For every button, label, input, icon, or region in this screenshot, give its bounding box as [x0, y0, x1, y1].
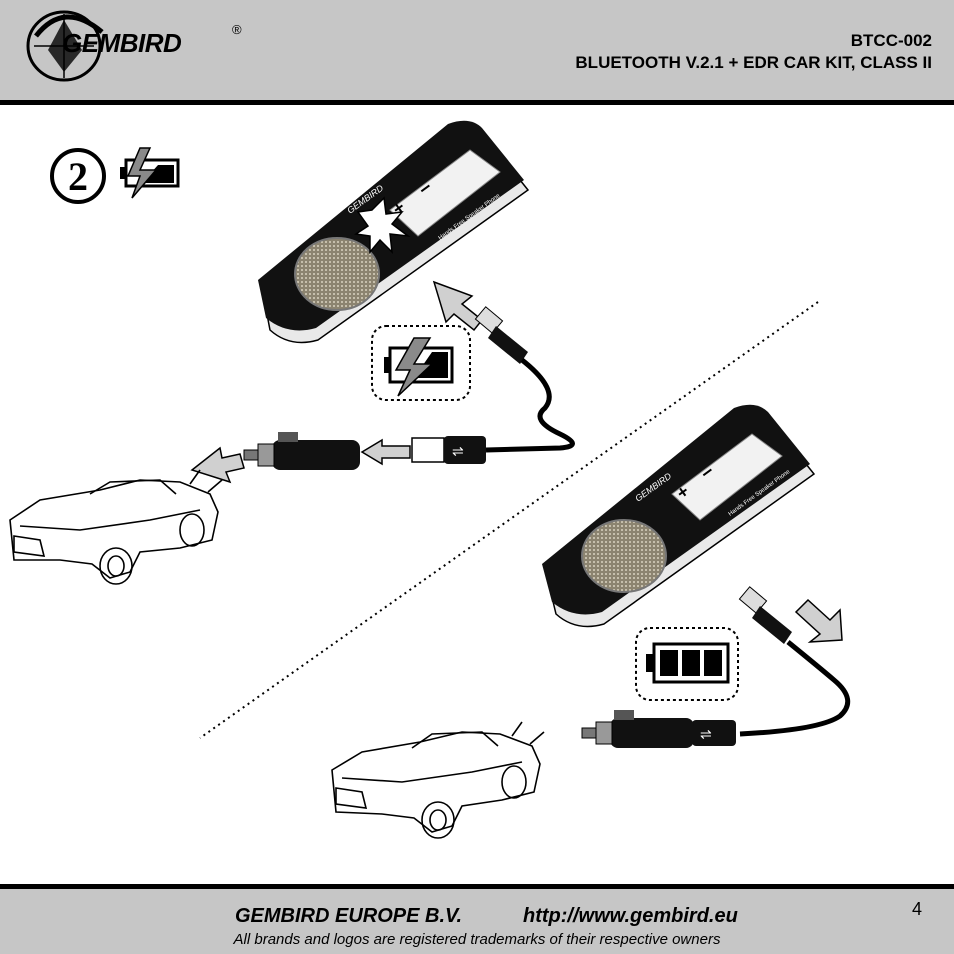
battery-charging-box: [371, 325, 471, 401]
product-name: BLUETOOTH V.2.1 + EDR CAR KIT, CLASS II: [575, 53, 932, 72]
page-header: GEMBIRD ® BTCC-002 BLUETOOTH V.2.1 + EDR…: [0, 0, 954, 105]
usb-icon: ⇌: [452, 443, 464, 459]
arrow-to-car: [190, 446, 245, 484]
company-name: GEMBIRD EUROPE B.V.: [235, 905, 463, 927]
separator-line: [199, 301, 819, 739]
car-illustration-2: [331, 721, 545, 839]
gembird-logo: [26, 10, 104, 82]
instruction-illustration: + – GEMBIRD Hands Free Speaker Phone ⇌: [9, 120, 851, 839]
model-info: BTCC-002 BLUETOOTH V.2.1 + EDR CAR KIT, …: [575, 30, 932, 74]
arrow-into-device: [432, 280, 484, 332]
page-number: 4: [912, 899, 923, 919]
step-number: 2: [50, 148, 106, 204]
battery-full-box: [635, 627, 739, 701]
arrow-out-of-device: [794, 598, 843, 643]
usb-cable-1: ⇌: [411, 306, 575, 464]
car-illustration-1: [9, 469, 223, 585]
car-charger-2: [581, 710, 694, 748]
battery-warning-icon: [120, 147, 180, 199]
brand-name: GEMBIRD: [62, 28, 182, 58]
usb-cable-2: ⇌: [692, 586, 851, 746]
trademark-notice: All brands and logos are registered trad…: [233, 931, 721, 948]
car-kit-device-2: + – GEMBIRD Hands Free Speaker Phone: [542, 404, 816, 628]
car-charger-1: [243, 432, 360, 470]
car-kit-device-1: + – GEMBIRD Hands Free Speaker Phone: [258, 120, 530, 344]
website-link[interactable]: http://www.gembird.eu: [523, 905, 738, 927]
model-code: BTCC-002: [850, 31, 932, 50]
registered-mark: ®: [232, 22, 242, 37]
svg-text:⇌: ⇌: [700, 726, 712, 742]
page-footer: GEMBIRD EUROPE B.V. http://www.gembird.e…: [0, 884, 954, 954]
